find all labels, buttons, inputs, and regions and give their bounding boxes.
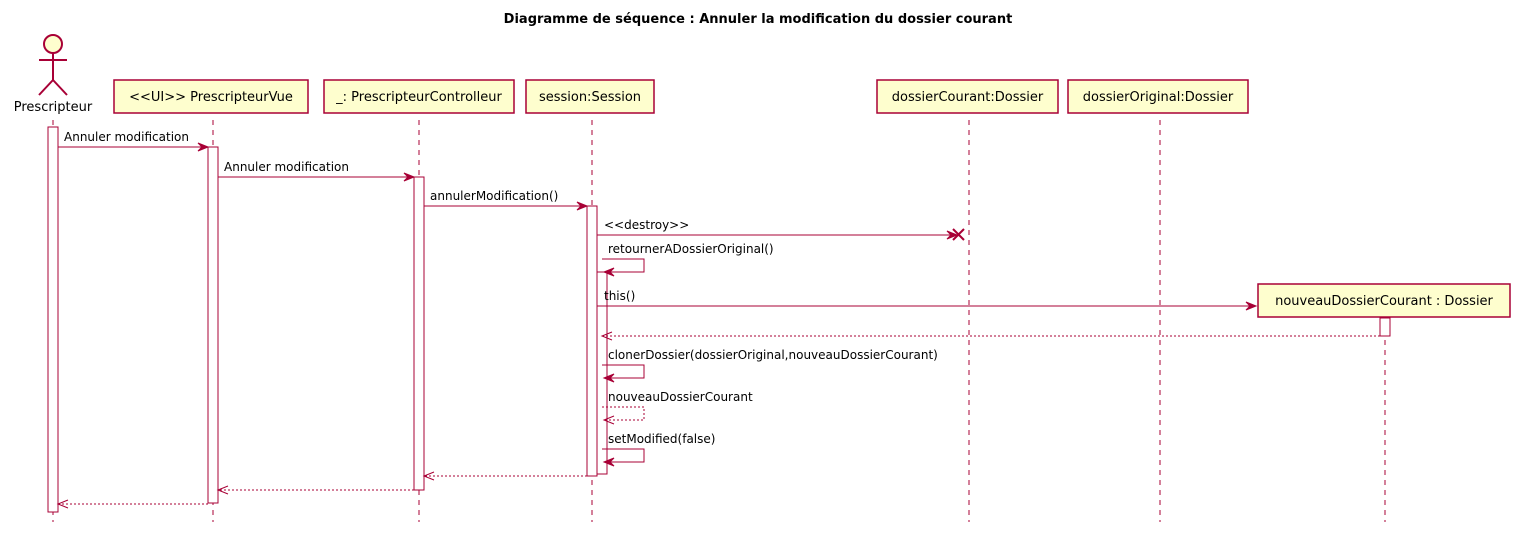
participant-box: [323, 79, 515, 114]
arrowhead: [576, 201, 589, 211]
message-return-controlleur-to-vue: [216, 485, 414, 495]
participant-box: [1067, 79, 1249, 114]
participant-vue: <<UI>> PrescripteurVue: [113, 79, 309, 114]
message-clonerdossier-dossieroriginal-nouveaudossiercourant: clonerDossier(dossierOriginal,nouveauDos…: [602, 348, 938, 383]
arrowhead: [403, 172, 416, 182]
message-nouveaudossiercourant: nouveauDossierCourant: [602, 390, 753, 425]
participant-box: [1257, 283, 1511, 318]
participant-label: Prescripteur: [14, 100, 93, 115]
activation-bar-controlleur: [413, 176, 425, 491]
arrowhead: [600, 331, 613, 341]
destroy-x-icon: [952, 228, 965, 241]
message-label: Annuler modification: [64, 130, 189, 144]
participant-label: dossierCourant:Dossier: [892, 90, 1044, 105]
activation-bar-session: [596, 271, 608, 475]
participant-box: [876, 79, 1059, 114]
message-line: [602, 406, 645, 421]
participant-dossierCourant: dossierCourant:Dossier: [876, 79, 1059, 114]
message-this: this(): [597, 289, 1258, 311]
participant-session: session:Session: [525, 79, 655, 114]
participant-label: nouveauDossierCourant : Dossier: [1275, 294, 1493, 309]
arrowhead: [1245, 301, 1258, 311]
message-label: retournerADossierOriginal(): [608, 242, 774, 256]
message-label: this(): [604, 289, 635, 303]
message-label: annulerModification(): [430, 189, 558, 203]
message-line: [602, 258, 645, 273]
activation-bars: [47, 126, 1391, 513]
message-label: setModified(false): [608, 432, 715, 446]
participant-nouveau: nouveauDossierCourant : Dossier: [1257, 283, 1511, 318]
arrowhead: [602, 373, 615, 383]
arrowhead: [602, 267, 615, 277]
message-label: nouveauDossierCourant: [608, 390, 753, 404]
participant-controlleur: _: PrescripteurControlleur: [323, 79, 515, 114]
activation-bar-vue: [207, 146, 219, 504]
message-setmodified-false: setModified(false): [602, 432, 715, 467]
participant-label: dossierOriginal:Dossier: [1083, 90, 1234, 105]
arrowhead: [422, 471, 435, 481]
arrowhead: [197, 142, 210, 152]
arrowhead: [602, 415, 615, 425]
arrowhead: [946, 230, 959, 240]
participant-prescripteur: Prescripteur: [14, 34, 93, 115]
message-annuler-modification: Annuler modification: [58, 130, 210, 152]
activation-bar-session: [586, 205, 598, 477]
arrowhead: [216, 485, 229, 495]
message-destroy: <<destroy>>: [597, 218, 965, 241]
lifelines: [52, 120, 1386, 522]
message-return-session-to-controlleur: [422, 471, 587, 481]
message-return-nouveau-to-session: [600, 331, 1380, 341]
message-retourneradossieroriginal: retournerADossierOriginal(): [602, 242, 774, 277]
activation-bar-nouveau: [1379, 317, 1391, 337]
message-return-vue-to-prescripteur: [56, 499, 208, 509]
activation-bar-prescripteur: [47, 126, 59, 513]
message-line: [602, 448, 645, 463]
participant-label: session:Session: [539, 90, 641, 105]
message-line: [602, 364, 645, 379]
message-annulermodification: annulerModification(): [424, 189, 589, 211]
participant-label: _: PrescripteurControlleur: [335, 90, 502, 105]
message-label: clonerDossier(dossierOriginal,nouveauDos…: [608, 348, 938, 362]
message-label: Annuler modification: [224, 160, 349, 174]
diagram-title: Diagramme de séquence : Annuler la modif…: [504, 12, 1013, 27]
arrowhead: [56, 499, 69, 509]
participant-label: <<UI>> PrescripteurVue: [129, 90, 293, 105]
participant-box: [113, 79, 309, 114]
participant-box: [525, 79, 655, 114]
message-annuler-modification: Annuler modification: [218, 160, 416, 182]
participant-dossierOriginal: dossierOriginal:Dossier: [1067, 79, 1249, 114]
arrowhead: [602, 457, 615, 467]
participants: Prescripteur <<UI>> PrescripteurVue _: Pre…: [14, 34, 1511, 318]
actor-icon: [38, 34, 68, 96]
message-label: <<destroy>>: [604, 218, 689, 232]
